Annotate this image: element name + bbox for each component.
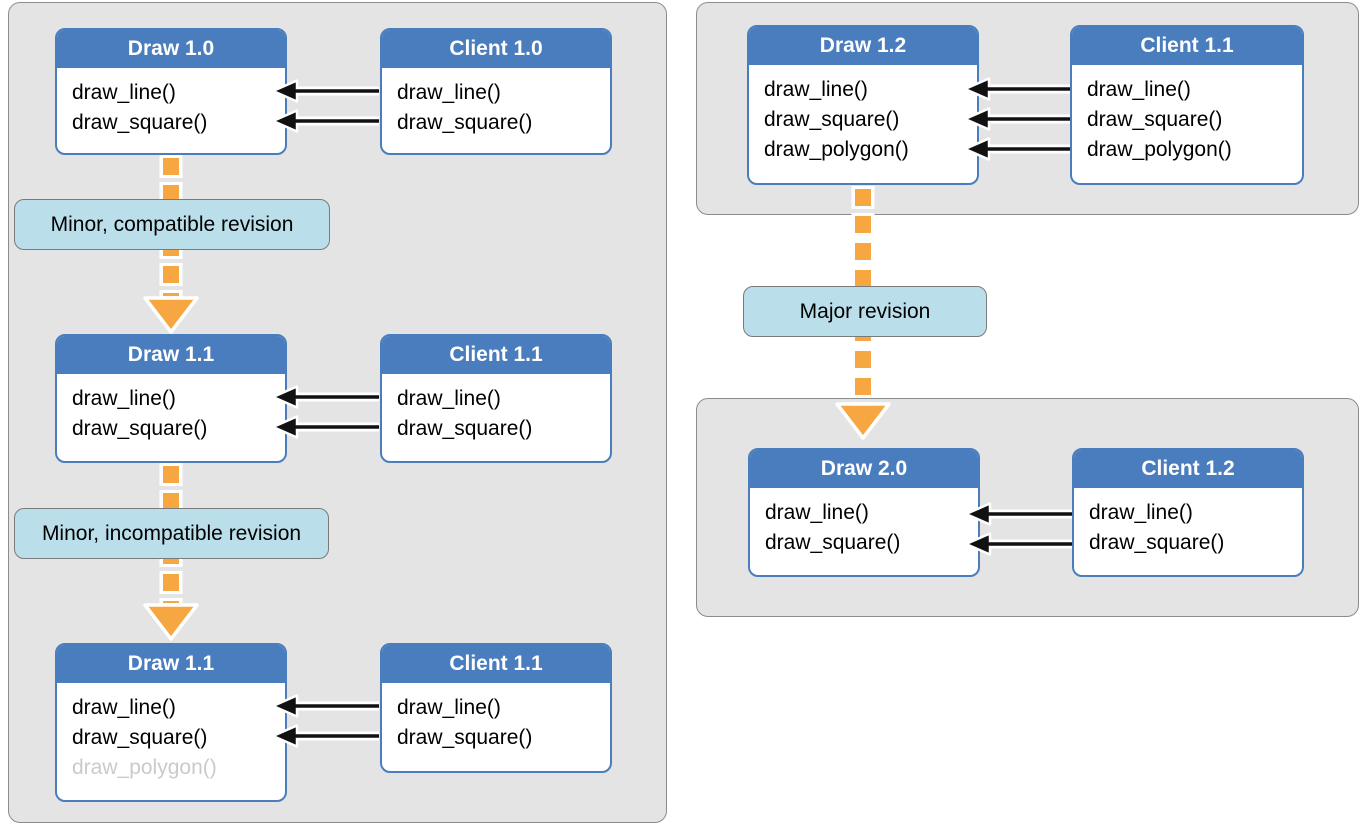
- box-client-1-0: Client 1.0 draw_line() draw_square(): [380, 28, 612, 155]
- box-draw-1-2: Draw 1.2 draw_line() draw_square() draw_…: [747, 25, 979, 185]
- method: draw_line(): [1087, 78, 1191, 101]
- label-minor-incompatible-revision: Minor, incompatible revision: [14, 508, 329, 559]
- method: draw_square(): [72, 111, 208, 134]
- method: draw_line(): [72, 81, 176, 104]
- method: draw_square(): [72, 417, 208, 440]
- box-title: Draw 1.1: [57, 645, 285, 683]
- method: draw_square(): [1089, 531, 1225, 554]
- box-draw-1-1: Draw 1.1 draw_line() draw_square(): [55, 334, 287, 463]
- method: draw_line(): [397, 81, 501, 104]
- label-minor-compatible-revision: Minor, compatible revision: [14, 199, 330, 250]
- box-client-1-2: Client 1.2 draw_line() draw_square(): [1072, 448, 1304, 577]
- box-client-1-1: Client 1.1 draw_line() draw_square(): [380, 334, 612, 463]
- method: draw_polygon(): [1087, 138, 1232, 161]
- method: draw_line(): [397, 387, 501, 410]
- method: draw_polygon(): [764, 138, 909, 161]
- method: draw_line(): [764, 78, 868, 101]
- box-title: Draw 2.0: [750, 450, 978, 488]
- method: draw_line(): [72, 696, 176, 719]
- label-major-revision: Major revision: [743, 286, 987, 337]
- box-title: Client 1.2: [1074, 450, 1302, 488]
- box-title: Client 1.1: [1072, 27, 1302, 65]
- box-title: Client 1.1: [382, 336, 610, 374]
- method: draw_line(): [72, 387, 176, 410]
- box-draw-2-0: Draw 2.0 draw_line() draw_square(): [748, 448, 980, 577]
- box-title: Draw 1.1: [57, 336, 285, 374]
- method: draw_square(): [1087, 108, 1223, 131]
- box-title: Draw 1.2: [749, 27, 977, 65]
- method: draw_line(): [765, 501, 869, 524]
- method: draw_square(): [397, 111, 533, 134]
- method: draw_square(): [72, 726, 208, 749]
- box-title: Draw 1.0: [57, 30, 285, 68]
- method: draw_square(): [764, 108, 900, 131]
- method: draw_line(): [397, 696, 501, 719]
- box-draw-1-1-incompatible: Draw 1.1 draw_line() draw_square() draw_…: [55, 643, 287, 802]
- method: draw_line(): [1089, 501, 1193, 524]
- box-client-1-1-right: Client 1.1 draw_line() draw_square() dra…: [1070, 25, 1304, 185]
- box-draw-1-0: Draw 1.0 draw_line() draw_square(): [55, 28, 287, 155]
- method: draw_square(): [397, 726, 533, 749]
- box-client-1-1-old: Client 1.1 draw_line() draw_square(): [380, 643, 612, 773]
- method: draw_square(): [397, 417, 533, 440]
- method-removed: draw_polygon(): [72, 756, 217, 779]
- box-title: Client 1.1: [382, 645, 610, 683]
- box-title: Client 1.0: [382, 30, 610, 68]
- method: draw_square(): [765, 531, 901, 554]
